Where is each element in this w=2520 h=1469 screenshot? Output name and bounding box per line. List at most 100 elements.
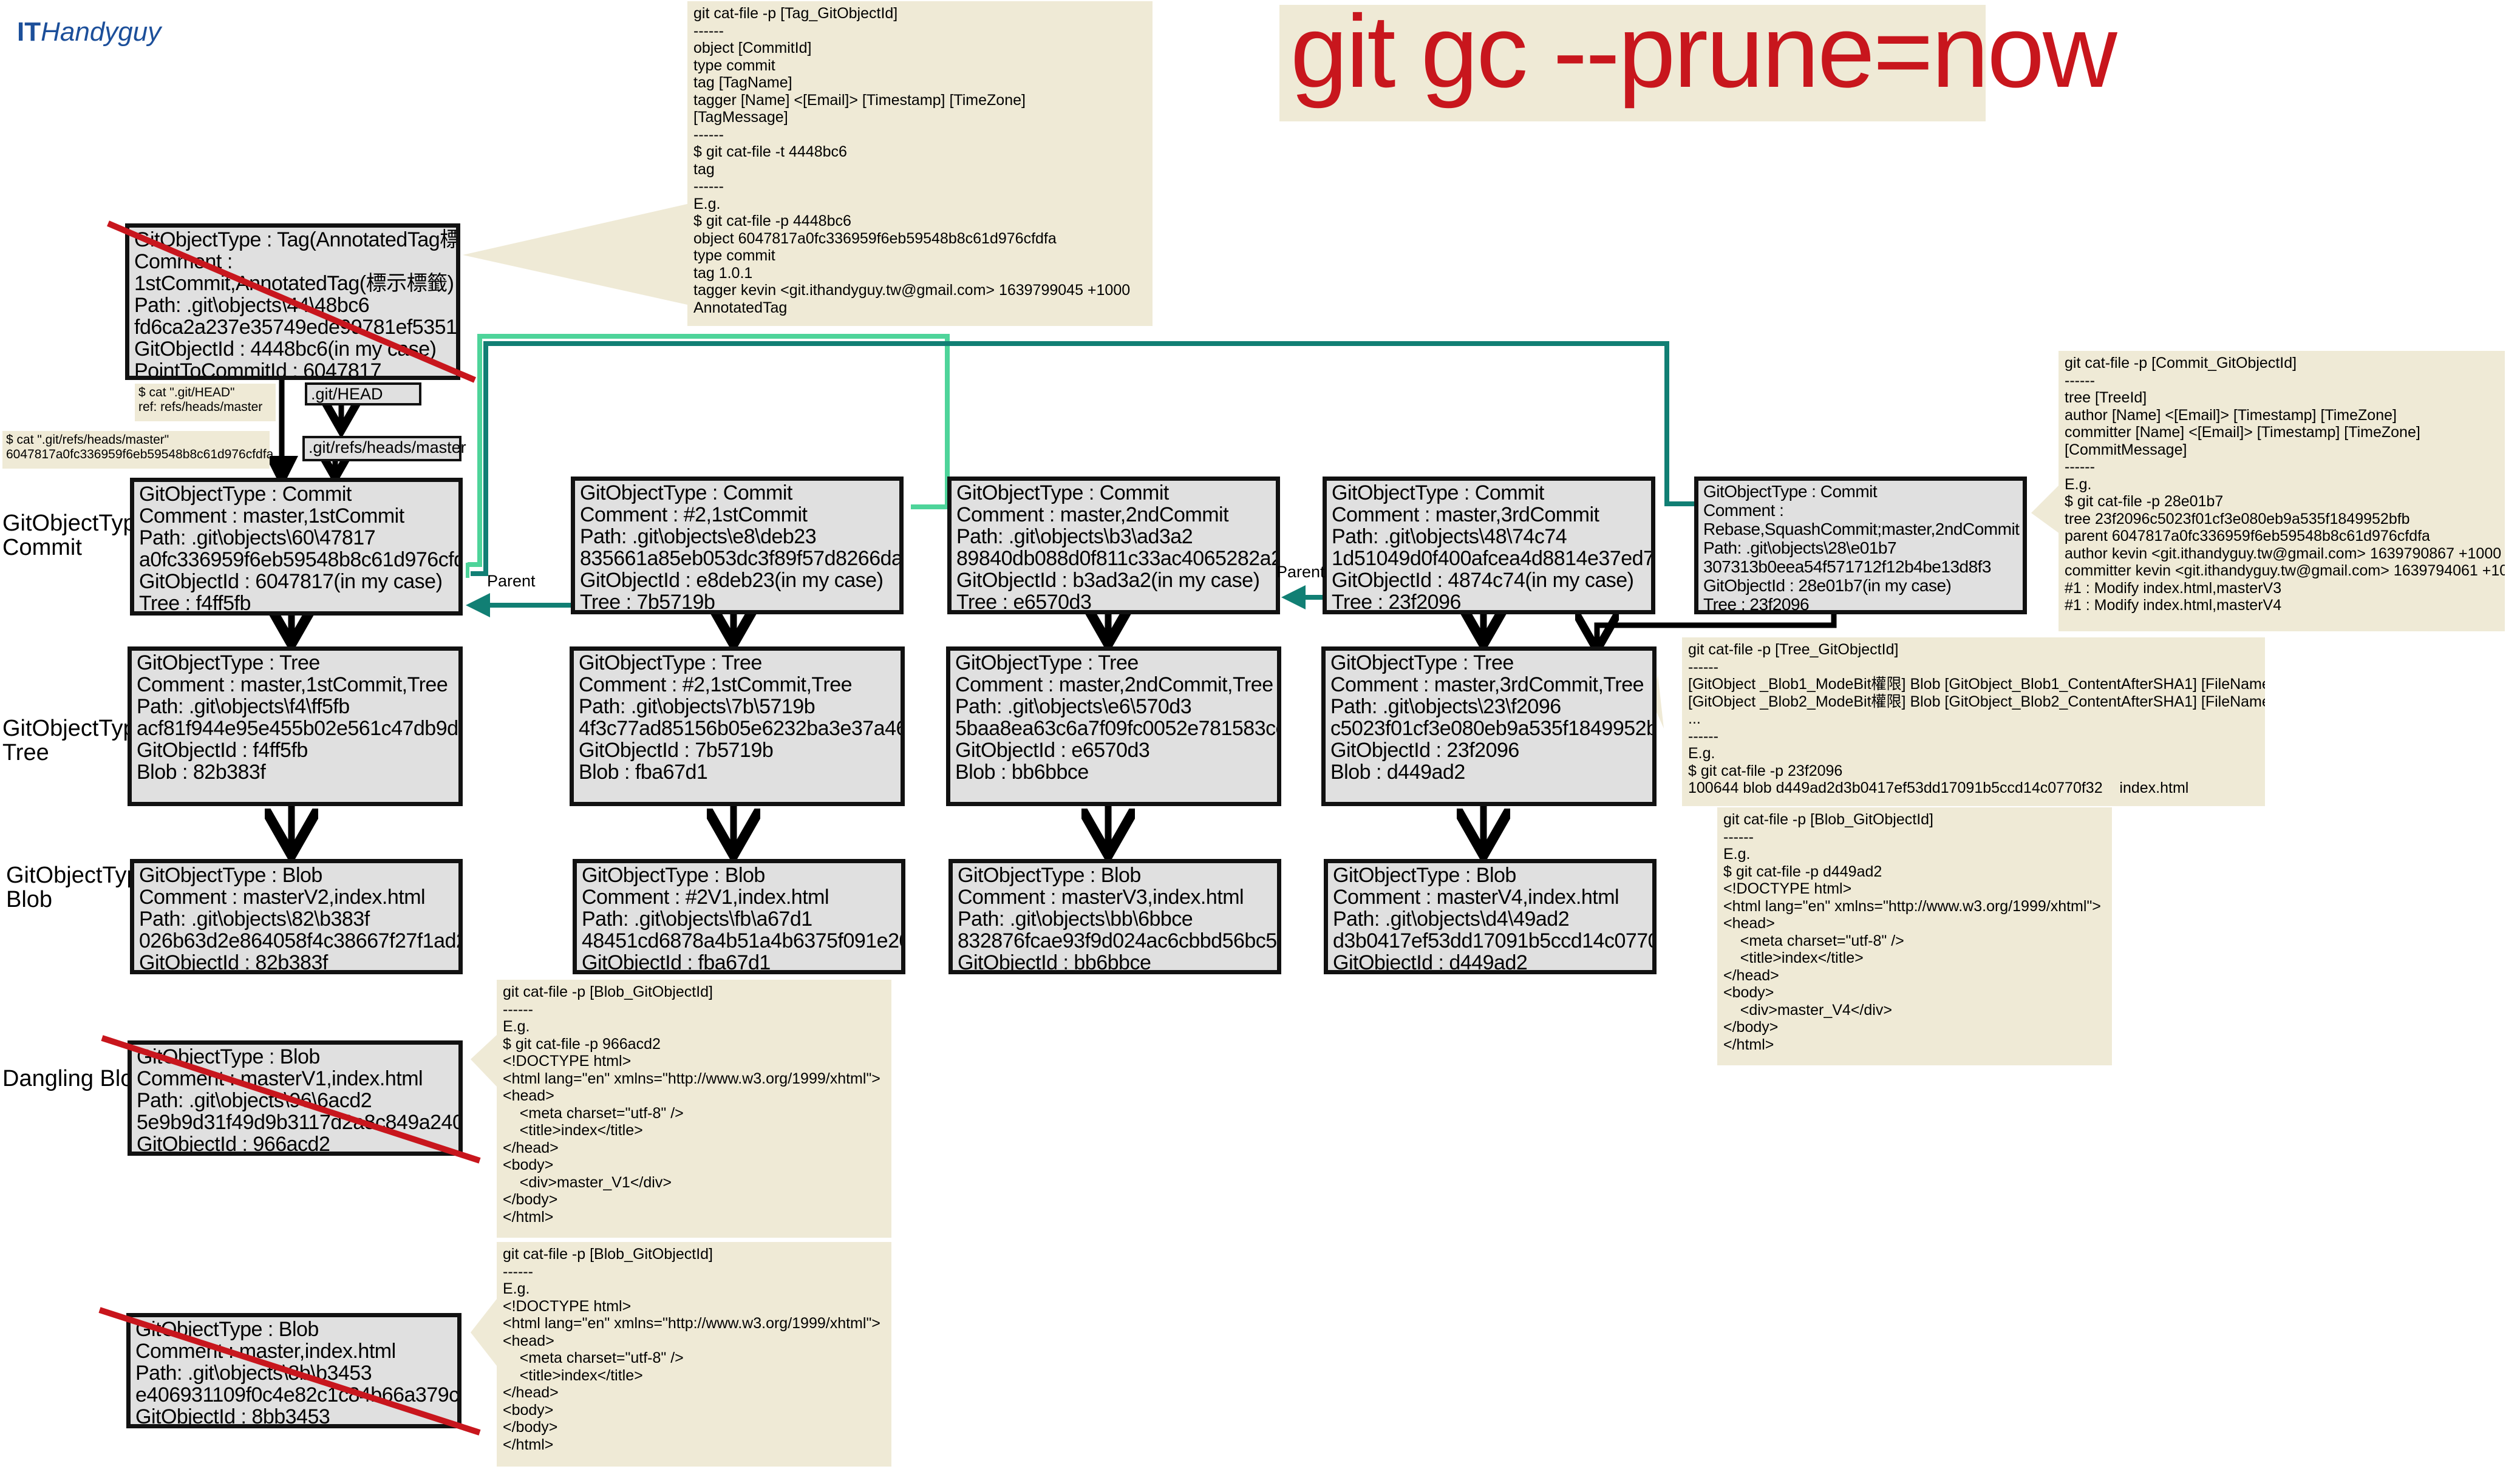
commit-3-line: Tree : e6570d3: [956, 591, 1092, 614]
tree-box-4: GitObjectType : Tree Comment : master,3r…: [1321, 646, 1657, 806]
note-line: E.g.: [1723, 846, 1751, 863]
title-background: [1279, 5, 1986, 121]
commit-5-line: Tree : 23f2096: [1703, 595, 1810, 614]
tree-2-line: Path: .git\objects\7b\5719b: [579, 695, 816, 718]
note-line: 100644 blob d449ad2d3b0417ef53dd17091b5c…: [1688, 779, 2189, 796]
note-line: E.g.: [693, 195, 721, 212]
tag-line: Comment :: [134, 250, 233, 273]
note-line: <body>: [1723, 984, 1774, 1001]
note-line: </body>: [503, 1419, 558, 1436]
row-label-blob-line1: GitObjectType: [6, 863, 152, 888]
commit-4-line: Comment : master,3rdCommit: [1332, 503, 1599, 526]
note-line: [TagMessage]: [693, 109, 788, 126]
row-label-tree-line2: Tree: [2, 740, 49, 765]
commit-box-5-squash: GitObjectType : Commit Comment : Rebase,…: [1694, 477, 2027, 614]
note-line: tagger [Name] <[Email]> [Timestamp] [Tim…: [693, 91, 1026, 109]
blob-box-1: GitObjectType : Blob Comment : masterV2,…: [130, 859, 463, 974]
note-line: git cat-file -p [Commit_GitObjectId]: [2065, 355, 2297, 371]
row-label-commit-line2: Commit: [2, 535, 82, 560]
note-line: </head>: [1723, 966, 1779, 984]
commit-box-1: GitObjectType : Commit Comment : master,…: [130, 478, 463, 616]
site-logo: ITHandyguy: [17, 17, 161, 47]
dangling-blob-1-line: Path: .git\objects\96\6acd2: [137, 1089, 372, 1112]
master-note-line: 6047817a0fc336959f6eb59548b8c61d976cfdfa: [6, 447, 274, 461]
tree-3-line: Comment : master,2ndCommit,Tree: [955, 673, 1273, 696]
note-line: <div>master_V4</div>: [1723, 1001, 1892, 1019]
commit-1-line: Path: .git\objects\60\47817: [139, 526, 376, 549]
dangling-blob-box-2: GitObjectType : Blob Comment : master,in…: [126, 1313, 461, 1428]
note-line: git cat-file -p [Tree_GitObjectId]: [1688, 641, 1899, 658]
commit-5-line: Rebase,SquashCommit;master,2ndCommit: [1703, 520, 2020, 538]
blob-4-line: d3b0417ef53dd17091b5ccd14c0770f32: [1333, 929, 1657, 952]
note-line: [CommitMessage]: [2065, 441, 2187, 458]
note-line: git cat-file -p [Blob_GitObjectId]: [1723, 811, 1933, 828]
refs-master-file-box: .git/refs/heads/master: [302, 436, 466, 461]
note-line: <html lang="en" xmlns="http://www.w3.org…: [503, 1315, 880, 1332]
tree-3-line: Path: .git\objects\e6\570d3: [955, 695, 1192, 718]
blob-1-line: Comment : masterV2,index.html: [139, 886, 426, 909]
head-cat-note: $ cat ".git/HEAD" ref: refs/heads/master: [135, 384, 276, 421]
master-ref-cat-note: $ cat ".git/refs/heads/master" 6047817a0…: [2, 431, 274, 469]
tag-line: PointToCommitId : 6047817: [134, 359, 382, 380]
note-line: git cat-file -p [Tag_GitObjectId]: [693, 5, 898, 22]
blob-2-line: Comment : #2V1,index.html: [582, 886, 829, 909]
head-note-line: ref: refs/heads/master: [138, 400, 263, 414]
tag-cat-file-note: git cat-file -p [Tag_GitObjectId] ------…: [687, 1, 1153, 326]
note-line: <html lang="en" xmlns="http://www.w3.org…: [503, 1070, 880, 1087]
dangling-blob-2-line: Comment : master,index.html: [135, 1340, 396, 1363]
note-line: committer kevin <git.ithandyguy.tw@gmail…: [2065, 562, 2505, 579]
commit-4-line: Path: .git\objects\48\74c74: [1332, 525, 1567, 548]
tag-object-box: GitObjectType : Tag(AnnotatedTag標示標籤) Co…: [125, 223, 460, 380]
parent-label-right: Parent: [1276, 563, 1325, 581]
note-line: <body>: [503, 1156, 554, 1173]
blob-1-line: GitObjectType : Blob: [139, 864, 322, 887]
tree-1-line: Path: .git\objects\f4\ff5fb: [137, 695, 350, 718]
note-line: ------: [693, 22, 724, 39]
blob-1-line: Path: .git\objects\82\b383f: [139, 908, 370, 931]
tag-note-pointer: [463, 204, 687, 305]
note-line: </html>: [1723, 1036, 1774, 1053]
note-line: $ git cat-file -p 4448bc6: [693, 212, 851, 229]
note-line: committer [Name] <[Email]> [Timestamp] […: [2065, 424, 2420, 441]
tree-4-line: GitObjectType : Tree: [1330, 651, 1514, 674]
tree-1-line: Blob : 82b383f: [137, 761, 266, 784]
note-line: object [CommitId]: [693, 39, 812, 56]
tree-4-line: Blob : d449ad2: [1330, 761, 1465, 784]
squash-commit-to-tree-arrow: [1597, 614, 1837, 645]
note-line: E.g.: [503, 1280, 530, 1297]
commit-2-line: GitObjectType : Commit: [580, 481, 792, 504]
commit-4-line: Tree : 23f2096: [1332, 591, 1461, 614]
commit-4-line: GitObjectId : 4874c74(in my case): [1332, 569, 1634, 592]
note-line: #1 : Modify index.html,masterV3: [2065, 579, 2282, 597]
note-line: $ git cat-file -p 966acd2: [503, 1035, 661, 1053]
commit-cat-file-note: git cat-file -p [Commit_GitObjectId] ---…: [2059, 351, 2505, 631]
note-line: <meta charset="utf-8" />: [503, 1104, 684, 1122]
tree-2-line: GitObjectType : Tree: [579, 651, 762, 674]
note-line: ------: [2065, 458, 2095, 475]
note-line: tag: [693, 160, 715, 178]
blob-2-line: GitObjectType : Blob: [582, 864, 765, 887]
row-label-tree-line1: GitObjectType: [2, 716, 149, 741]
blob-box-4: GitObjectType : Blob Comment : masterV4,…: [1324, 859, 1657, 974]
parent-label-left: Parent: [487, 572, 536, 590]
note-line: <!DOCTYPE html>: [503, 1297, 632, 1315]
note-line: </html>: [503, 1436, 554, 1453]
note-line: $ git cat-file -p d449ad2: [1723, 863, 1882, 880]
blob-4-line: GitObjectId : d449ad2: [1333, 951, 1528, 974]
blob-3-line: Comment : masterV3,index.html: [958, 886, 1244, 909]
note-line: author [Name] <[Email]> [Timestamp] [Tim…: [2065, 406, 2397, 424]
note-line: type commit: [693, 56, 775, 74]
note-line: <!DOCTYPE html>: [503, 1053, 632, 1070]
blob-dangling1-note-pointer: [471, 1035, 497, 1087]
note-line: object 6047817a0fc336959f6eb59548b8c61d9…: [693, 229, 1057, 247]
note-line: author kevin <git.ithandyguy.tw@gmail.co…: [2065, 545, 2502, 562]
note-line: <html lang="en" xmlns="http://www.w3.org…: [1723, 897, 2101, 915]
note-line: type commit: [693, 247, 775, 264]
logo-handyguy-text: Handyguy: [41, 17, 162, 47]
blob-2-line: Path: .git\objects\fb\a67d1: [582, 908, 812, 931]
note-line: tree 23f2096c5023f01cf3e080eb9a535f18499…: [2065, 510, 2410, 528]
tag-line: fd6ca2a237e35749ede99781ef5351b27: [134, 316, 460, 339]
head-file-box: .git/HEAD: [305, 382, 421, 405]
